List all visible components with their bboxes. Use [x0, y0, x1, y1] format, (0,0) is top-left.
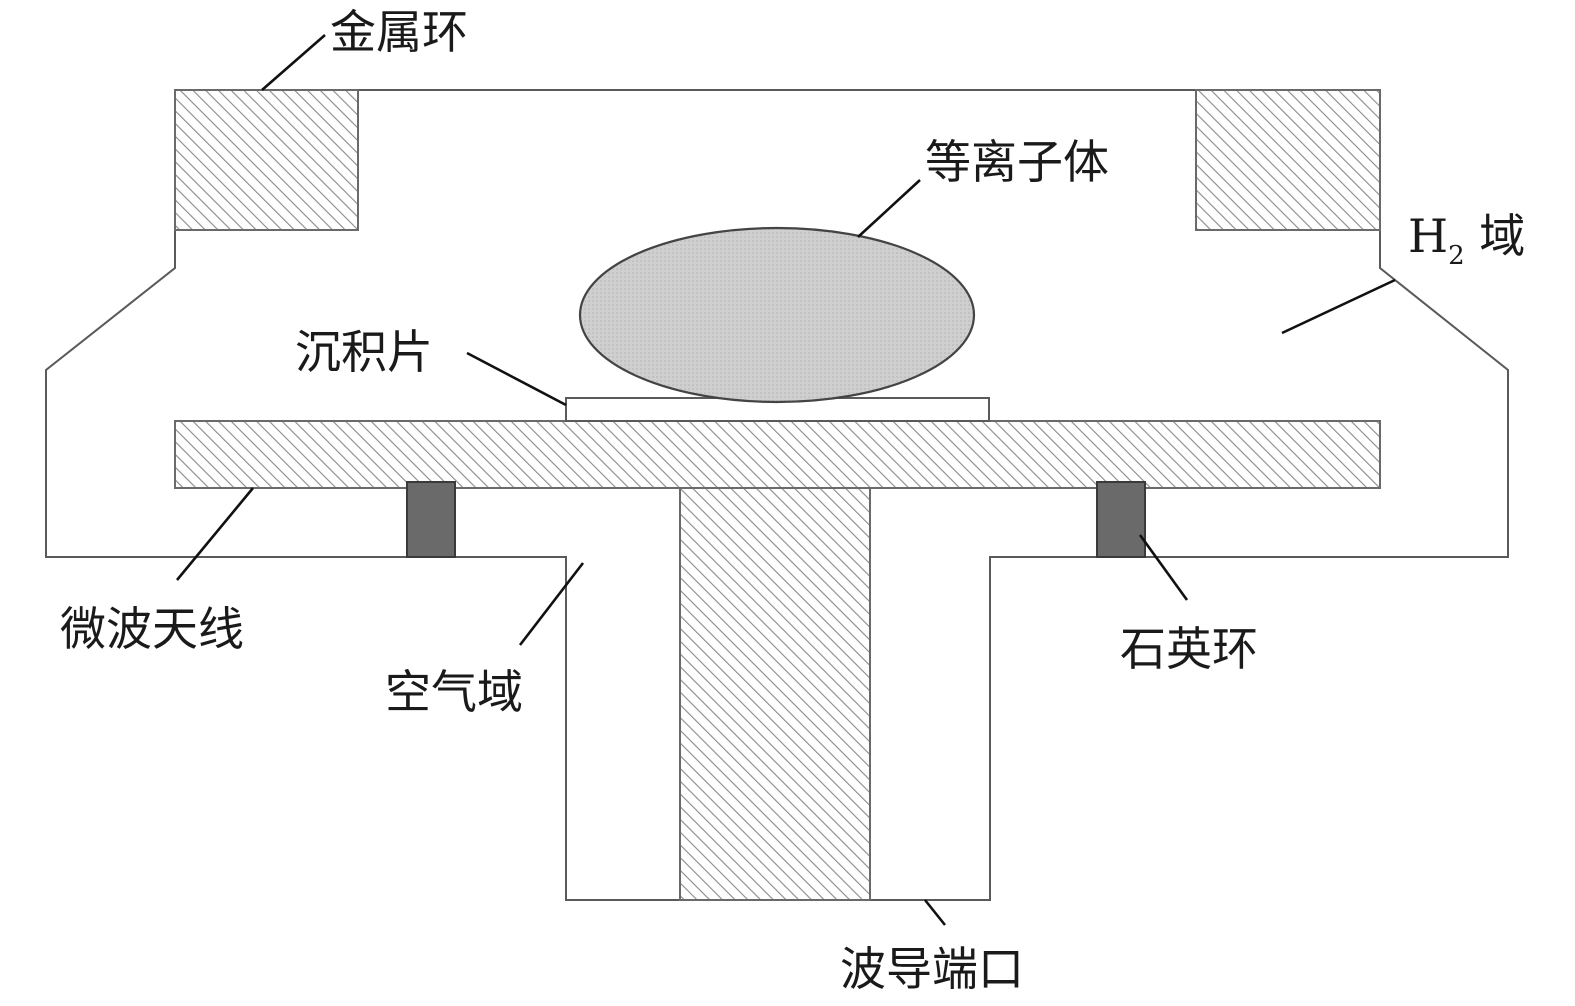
label-microwave-antenna: 微波天线 [60, 602, 244, 656]
leader-metal-ring [261, 34, 326, 91]
leader-antenna [175, 487, 255, 581]
chamber-outline [45, 89, 1509, 901]
quartz-ring-left [406, 481, 456, 558]
metal-ring-left [174, 89, 359, 231]
leader-plasma [857, 179, 921, 238]
label-plasma: 等离子体 [925, 135, 1109, 189]
label-metal-ring: 金属环 [330, 5, 468, 59]
leader-air-domain [518, 562, 585, 646]
leader-quartz-ring [1138, 534, 1189, 601]
label-deposition-wafer: 沉积片 [295, 325, 433, 379]
microwave-antenna [174, 420, 1381, 489]
quartz-ring-right [1096, 481, 1146, 558]
waveguide-conductor [679, 487, 871, 901]
leader-wafer [466, 351, 567, 407]
metal-ring-right [1195, 89, 1381, 231]
plasma-ellipse [578, 226, 976, 404]
label-h2-sub: 2 [1448, 241, 1465, 271]
leader-waveguide-port [923, 899, 947, 926]
leader-h2-domain [1281, 278, 1396, 335]
label-h2-domain: H2 域 [1408, 209, 1525, 271]
label-h2-main: H [1408, 209, 1448, 263]
label-quartz-ring: 石英环 [1120, 622, 1258, 676]
label-h2-suffix: 域 [1465, 209, 1526, 263]
label-waveguide-port: 波导端口 [840, 942, 1024, 996]
label-air-domain: 空气域 [385, 665, 523, 719]
